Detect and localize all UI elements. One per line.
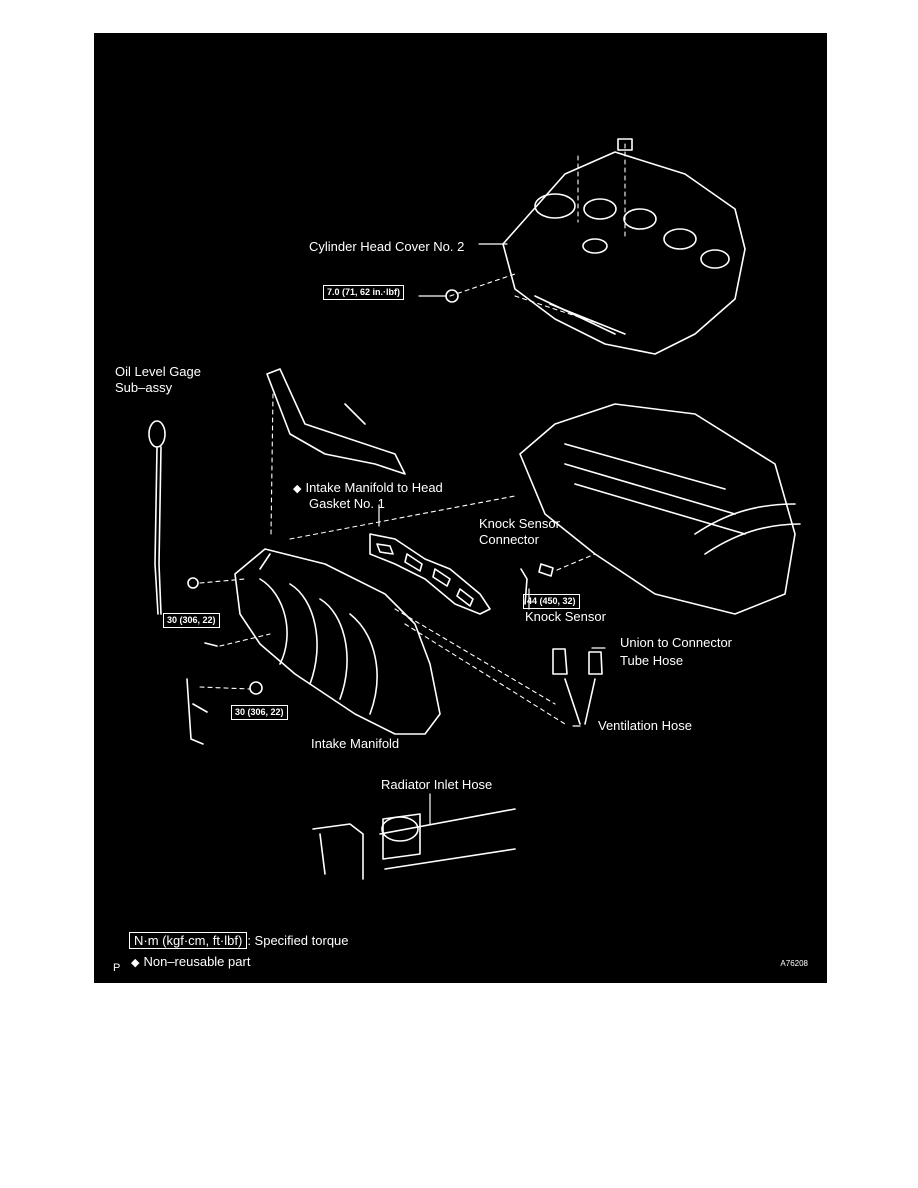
legend-torque-desc: : Specified torque [247,933,349,948]
gasket-label-text: Intake Manifold to Head [305,480,443,495]
union-hose-label-line1: Union to Connector [620,635,733,650]
legend-nonreusable: ◆Non–reusable part [131,954,250,971]
gasket-drawing [369,533,491,615]
legend-torque: N·m (kgf·cm, ft·lbf): Specified torque [129,932,349,949]
non-reusable-icon: ◆ [293,483,302,495]
page-mark: P [113,962,121,974]
diagram-panel: Cylinder Head Cover No. 2 7.0 (71, 62 in… [94,33,827,983]
knock-sensor-torque: 44 (450, 32) [523,594,580,609]
union-hose-label-line2: Tube Hose [620,653,684,668]
exploded-view-drawing [148,138,801,880]
knock-sensor-connector-label-line1: Knock Sensor [479,516,560,531]
figure-code: A76208 [780,959,808,968]
legend-diamond-icon: ◆ [131,957,140,969]
radiator-inlet-hose-drawing [312,808,516,880]
radiator-inlet-hose-label: Radiator Inlet Hose [381,777,493,792]
knock-sensor-label: Knock Sensor [525,609,606,624]
legend-torque-unit: N·m (kgf·cm, ft·lbf) [129,932,248,949]
legend-nonreusable-text: Non–reusable part [143,954,251,969]
intake-manifold-drawing [234,548,441,735]
ventilation-hose-label: Ventilation Hose [598,718,692,733]
oil-level-gage-label-line1: Oil Level Gage [115,364,201,379]
oil-level-gage-label-line2: Sub–assy [115,380,173,395]
knock-sensor-connector-label-line2: Connector [479,532,539,547]
oil-level-gage-drawing [148,420,166,615]
gasket-label-line2: Gasket No. 1 [309,496,385,511]
manifold-bolt-torque: 30 (306, 22) [163,613,220,628]
engine-block-drawing [519,403,801,615]
cylinder-head-cover-label: Cylinder Head Cover No. 2 [309,239,465,254]
intake-manifold-label: Intake Manifold [311,736,400,751]
cylinder-head-cover-drawing [502,151,746,355]
manifold-nut-torque: 30 (306, 22) [231,705,288,720]
cover-nut-torque: 7.0 (71, 62 in.·lbf) [323,285,405,300]
gasket-label-line1: ◆Intake Manifold to Head [293,480,443,497]
